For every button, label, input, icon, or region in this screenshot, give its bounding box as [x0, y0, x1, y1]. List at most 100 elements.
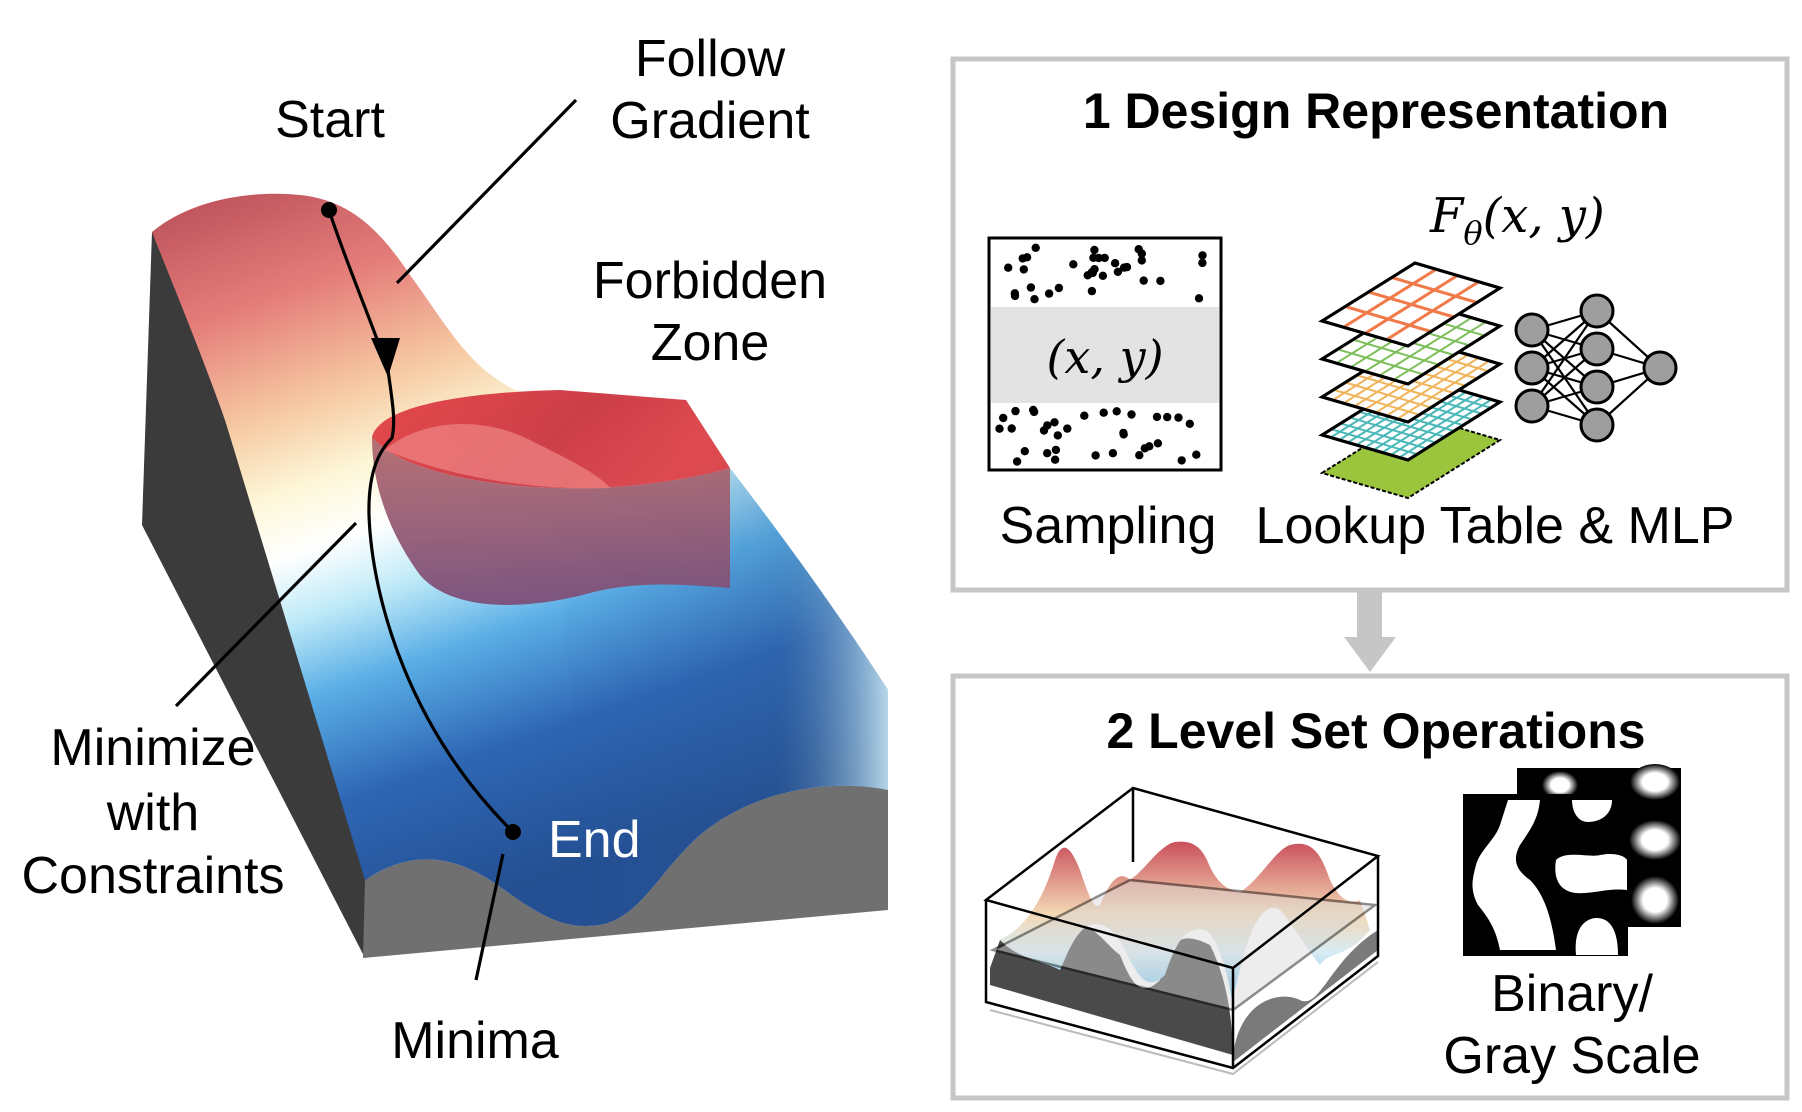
sample-dot — [1054, 283, 1064, 293]
label-zone: Zone — [651, 314, 770, 372]
sample-dot — [1019, 265, 1028, 274]
grayscale-caption-line2: Gray Scale — [1443, 1027, 1700, 1085]
label-gradient: Gradient — [610, 92, 810, 150]
layer-gridline — [1396, 360, 1490, 420]
sample-dot — [1004, 263, 1013, 272]
sampling-caption: Sampling — [1000, 497, 1217, 555]
sample-dot — [1145, 442, 1154, 451]
sample-dot — [1127, 410, 1136, 419]
sample-dot — [1026, 283, 1036, 292]
level-set-plane — [989, 878, 1379, 1012]
mlp-node — [1579, 293, 1615, 329]
sample-dot — [1020, 447, 1029, 456]
sample-dot — [1112, 407, 1121, 416]
mlp-node — [1514, 388, 1550, 424]
label-constraints: Constraints — [22, 847, 285, 905]
mlp-node — [1514, 350, 1550, 386]
sample-dots — [995, 243, 1207, 466]
mlp-edge — [1531, 310, 1598, 407]
sample-dot — [1063, 424, 1072, 433]
binary-grayscale-images: Binary/ Gray Scale — [1443, 764, 1701, 1085]
sample-dot — [1090, 245, 1099, 255]
layer-gridline — [1391, 276, 1478, 304]
sample-dot — [1011, 406, 1020, 416]
layer-gridline — [1390, 396, 1484, 456]
coord-band — [991, 307, 1219, 403]
start-point — [321, 202, 337, 218]
layer-gridline — [1375, 353, 1469, 414]
sample-dot — [1177, 456, 1186, 465]
sample-dot — [1010, 291, 1020, 301]
label-follow: Follow — [635, 30, 786, 88]
mlp-node — [1514, 312, 1550, 348]
sample-dot — [1110, 259, 1120, 268]
panel-design-representation: 1 Design Representation (x, y) Sampling … — [950, 56, 1790, 593]
lookup-layer-outline — [1318, 261, 1504, 348]
panel2-title: 2 Level Set Operations — [1106, 703, 1645, 759]
level-set-terrain — [1000, 841, 1370, 1000]
surface-front-wall — [363, 785, 888, 958]
sample-dot — [1090, 265, 1099, 274]
function-args: (x, y) — [1483, 188, 1605, 244]
panel-level-set-operations: 2 Level Set Operations — [950, 673, 1790, 1101]
label-minimize: Minimize — [50, 719, 255, 777]
minima-leader — [474, 853, 505, 981]
mlp-node — [1579, 369, 1615, 405]
sample-dot — [1192, 450, 1201, 459]
sample-dot — [1137, 256, 1147, 265]
sample-dot — [1153, 439, 1163, 448]
path-arrow-icon — [371, 338, 400, 377]
sample-dot — [1185, 419, 1195, 428]
sample-dot — [1119, 430, 1128, 439]
mlp-node — [1579, 331, 1615, 367]
sample-dot — [1163, 412, 1172, 422]
sample-dot — [1137, 249, 1147, 258]
mlp-node — [1579, 407, 1615, 443]
layer-gridline — [1398, 398, 1493, 459]
sample-dot — [1139, 276, 1148, 285]
forbidden-zone-inner — [385, 423, 610, 489]
optimization-landscape: Start Follow Gradient Forbidden Zone Min… — [22, 30, 888, 1070]
layer-gridline — [1385, 356, 1480, 417]
sample-dot — [1113, 267, 1123, 276]
lookup-caption: Lookup Table & MLP — [1256, 497, 1735, 555]
sample-dot — [1044, 289, 1054, 298]
panel1-title: 1 Design Representation — [1083, 83, 1669, 139]
descent-path — [327, 209, 515, 834]
function-subscript: θ — [1463, 214, 1482, 252]
sample-dot — [1043, 421, 1052, 430]
layer-gridline — [1368, 290, 1455, 319]
sample-dot — [1069, 260, 1078, 269]
sample-dot — [995, 424, 1004, 433]
sample-dot — [1156, 276, 1165, 286]
sample-dot — [1050, 418, 1059, 427]
sample-dot — [1053, 431, 1063, 440]
label-end: End — [548, 811, 641, 869]
sample-dot — [999, 413, 1008, 423]
minimize-leader — [174, 521, 358, 708]
sample-dot — [1029, 405, 1038, 415]
mlp-network — [1514, 293, 1678, 443]
level-set-surface-plot — [983, 786, 1381, 1076]
sample-dot — [1031, 243, 1040, 252]
mlp-node — [1642, 350, 1678, 386]
sample-dot — [1194, 294, 1204, 303]
function-base: F — [1429, 188, 1465, 244]
forbidden-zone-side — [372, 437, 730, 605]
binary-image — [1463, 794, 1628, 956]
flow-arrow-icon — [1344, 592, 1396, 672]
layer-gridline — [1373, 391, 1467, 451]
sample-dot — [1108, 449, 1118, 458]
sample-dot — [1135, 451, 1144, 460]
sample-dot — [1051, 445, 1061, 455]
sample-dot — [1030, 295, 1039, 304]
sample-dot — [1099, 408, 1108, 417]
layer-gridline — [1385, 280, 1480, 342]
sample-dot — [1022, 253, 1032, 262]
sample-dot — [1087, 286, 1097, 296]
sample-dot — [1012, 457, 1022, 466]
end-point — [505, 824, 521, 840]
sample-dot — [1198, 251, 1207, 260]
lookup-table-layers — [1318, 261, 1504, 500]
